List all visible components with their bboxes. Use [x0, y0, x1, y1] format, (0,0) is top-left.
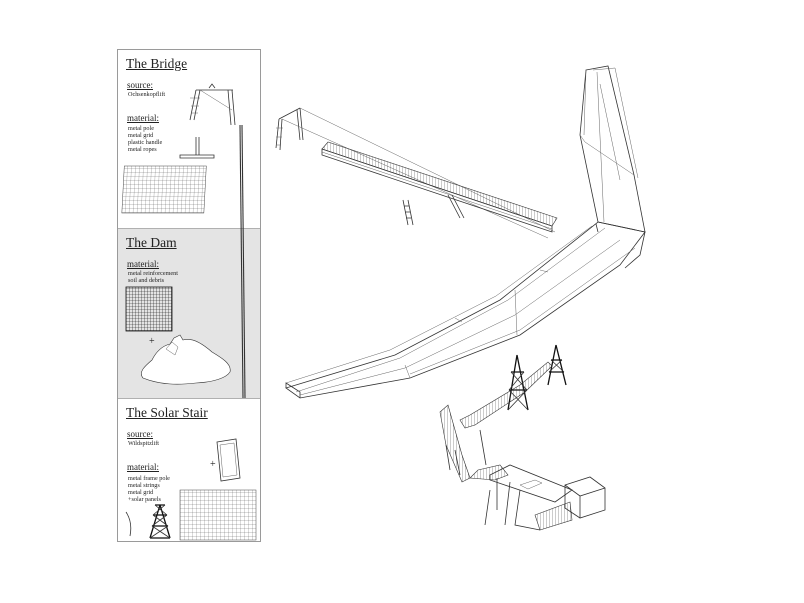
bridge-material-item: metal ropes	[128, 146, 157, 153]
reinforcement-mesh-icon	[125, 286, 173, 332]
ski-lift-pylon-icon	[189, 83, 236, 126]
bridge-material-item: metal pole	[128, 125, 154, 132]
dam-plus-sign: +	[149, 336, 155, 347]
dam-material-label: material:	[127, 259, 159, 269]
stair-source-label: source:	[127, 429, 153, 439]
dam-material-item: metal reinforcement	[128, 270, 178, 277]
stair-title: The Solar Stair	[126, 405, 208, 420]
stair-material-item: +solar panels	[128, 496, 161, 503]
stair-metal-grid-icon	[179, 489, 257, 541]
dam-material-item: soil and debris	[128, 277, 165, 284]
stair-material-label: material:	[127, 462, 159, 472]
soil-pile-icon	[141, 334, 231, 385]
lattice-tower-icon	[149, 504, 171, 539]
metal-string-icon	[125, 511, 132, 537]
bridge-pylon	[275, 107, 304, 151]
ramp-structure	[285, 65, 646, 399]
bridge-title: The Bridge	[126, 56, 188, 71]
stair-material-item: metal grid	[128, 489, 154, 496]
chairlift-bridge	[281, 107, 558, 239]
stair-material-item: metal strings	[128, 482, 160, 489]
bridge-material-item: metal grid	[128, 132, 154, 139]
bridge-material-item: plastic handle	[128, 139, 163, 146]
bridge-source-label: source:	[127, 80, 153, 90]
dam-title: The Dam	[126, 235, 177, 250]
bridge-source-value: Ochsenkopflift	[128, 91, 166, 98]
handle-icon	[179, 137, 215, 159]
solar-stair-structure	[439, 344, 606, 531]
stair-plus-sign: +	[210, 459, 216, 470]
metal-pole-icon	[239, 124, 246, 399]
bridge-material-label: material:	[127, 113, 159, 123]
debris-icon	[165, 341, 179, 356]
stair-material-item: metal frame pole	[128, 475, 170, 482]
metal-grid-icon	[121, 165, 207, 214]
bridge-section: The Bridge source: Ochsenkopflift materi…	[118, 50, 260, 228]
stair-section: The Solar Stair source: Wildspitzlift ma…	[118, 399, 260, 541]
stair-source-value: Wildspitzlift	[128, 440, 160, 447]
solar-panel-icon	[216, 438, 241, 482]
